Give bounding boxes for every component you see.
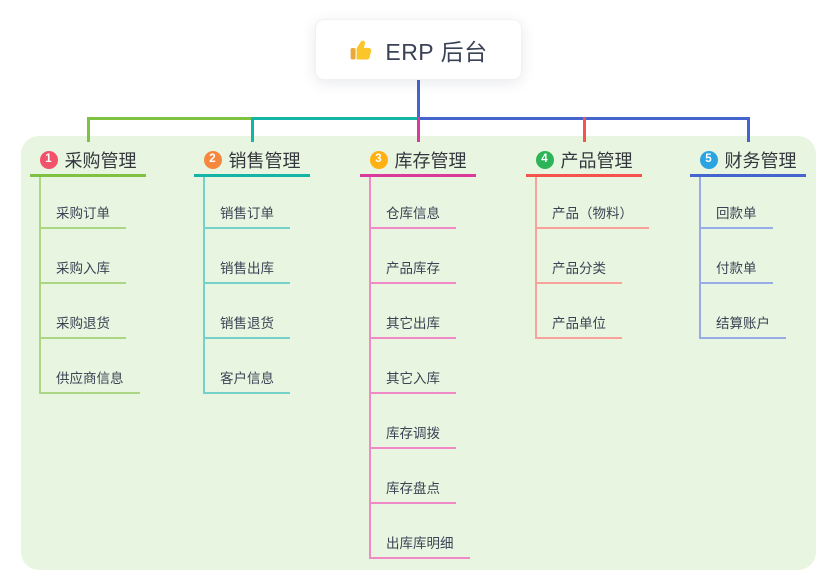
- branch-drop-line: [746, 117, 750, 142]
- child-node[interactable]: 销售订单: [203, 204, 290, 229]
- branch-number-badge: 1: [39, 151, 58, 169]
- child-node[interactable]: 付款单: [699, 259, 773, 284]
- child-node[interactable]: 采购订单: [39, 204, 126, 229]
- child-node[interactable]: 库存调拨: [369, 424, 456, 449]
- branch-number-badge: 3: [369, 151, 388, 169]
- branch-number-badge: 5: [699, 151, 718, 169]
- branch-title-node-3[interactable]: 3 库存管理: [360, 146, 476, 177]
- branch-title-label: 财务管理: [724, 151, 797, 171]
- child-node[interactable]: 销售退货: [203, 314, 290, 339]
- branch-spine-line: [535, 177, 537, 339]
- branch-title-label: 产品管理: [560, 151, 633, 171]
- branch-title-label: 销售管理: [228, 151, 301, 171]
- child-node[interactable]: 采购入库: [39, 259, 126, 284]
- branch-title-node-2[interactable]: 2 销售管理: [194, 146, 310, 177]
- branch-title-label: 采购管理: [64, 151, 137, 171]
- branch-number-badge: 2: [203, 151, 222, 169]
- branch-drop-line: [582, 117, 586, 142]
- branch-title-label: 库存管理: [394, 151, 467, 171]
- branches-panel-background: [21, 136, 816, 570]
- child-node[interactable]: 采购退货: [39, 314, 126, 339]
- branch-drop-line: [86, 117, 90, 142]
- child-node[interactable]: 供应商信息: [39, 369, 140, 394]
- child-node[interactable]: 出库库明细: [369, 534, 470, 559]
- root-node[interactable]: ERP 后台: [315, 19, 522, 80]
- child-node[interactable]: 回款单: [699, 204, 773, 229]
- branch-spine-line: [39, 177, 41, 394]
- child-node[interactable]: 库存盘点: [369, 479, 456, 504]
- child-node[interactable]: 其它出库: [369, 314, 456, 339]
- child-node[interactable]: 仓库信息: [369, 204, 456, 229]
- child-node[interactable]: 销售出库: [203, 259, 290, 284]
- branch-spine-line: [203, 177, 205, 394]
- branch-title-node-1[interactable]: 1 采购管理: [30, 146, 146, 177]
- root-connector-line: [417, 80, 420, 118]
- child-node[interactable]: 结算账户: [699, 314, 786, 339]
- child-node[interactable]: 产品分类: [535, 259, 622, 284]
- branch-drop-line: [416, 117, 420, 142]
- bus-line-segment: [86, 117, 254, 120]
- branch-title-node-4[interactable]: 4 产品管理: [526, 146, 642, 177]
- bus-line-segment: [253, 117, 417, 120]
- child-node[interactable]: 其它入库: [369, 369, 456, 394]
- branch-number-badge: 4: [535, 151, 554, 169]
- child-node[interactable]: 产品单位: [535, 314, 622, 339]
- branch-title-node-5[interactable]: 5 财务管理: [690, 146, 806, 177]
- thumbs-up-icon: [349, 37, 375, 63]
- branch-spine-line: [699, 177, 701, 339]
- branch-spine-line: [369, 177, 371, 559]
- child-node[interactable]: 产品（物料）: [535, 204, 649, 229]
- child-node[interactable]: 客户信息: [203, 369, 290, 394]
- branch-drop-line: [250, 117, 254, 142]
- child-node[interactable]: 产品库存: [369, 259, 456, 284]
- root-node-label: ERP 后台: [385, 38, 488, 65]
